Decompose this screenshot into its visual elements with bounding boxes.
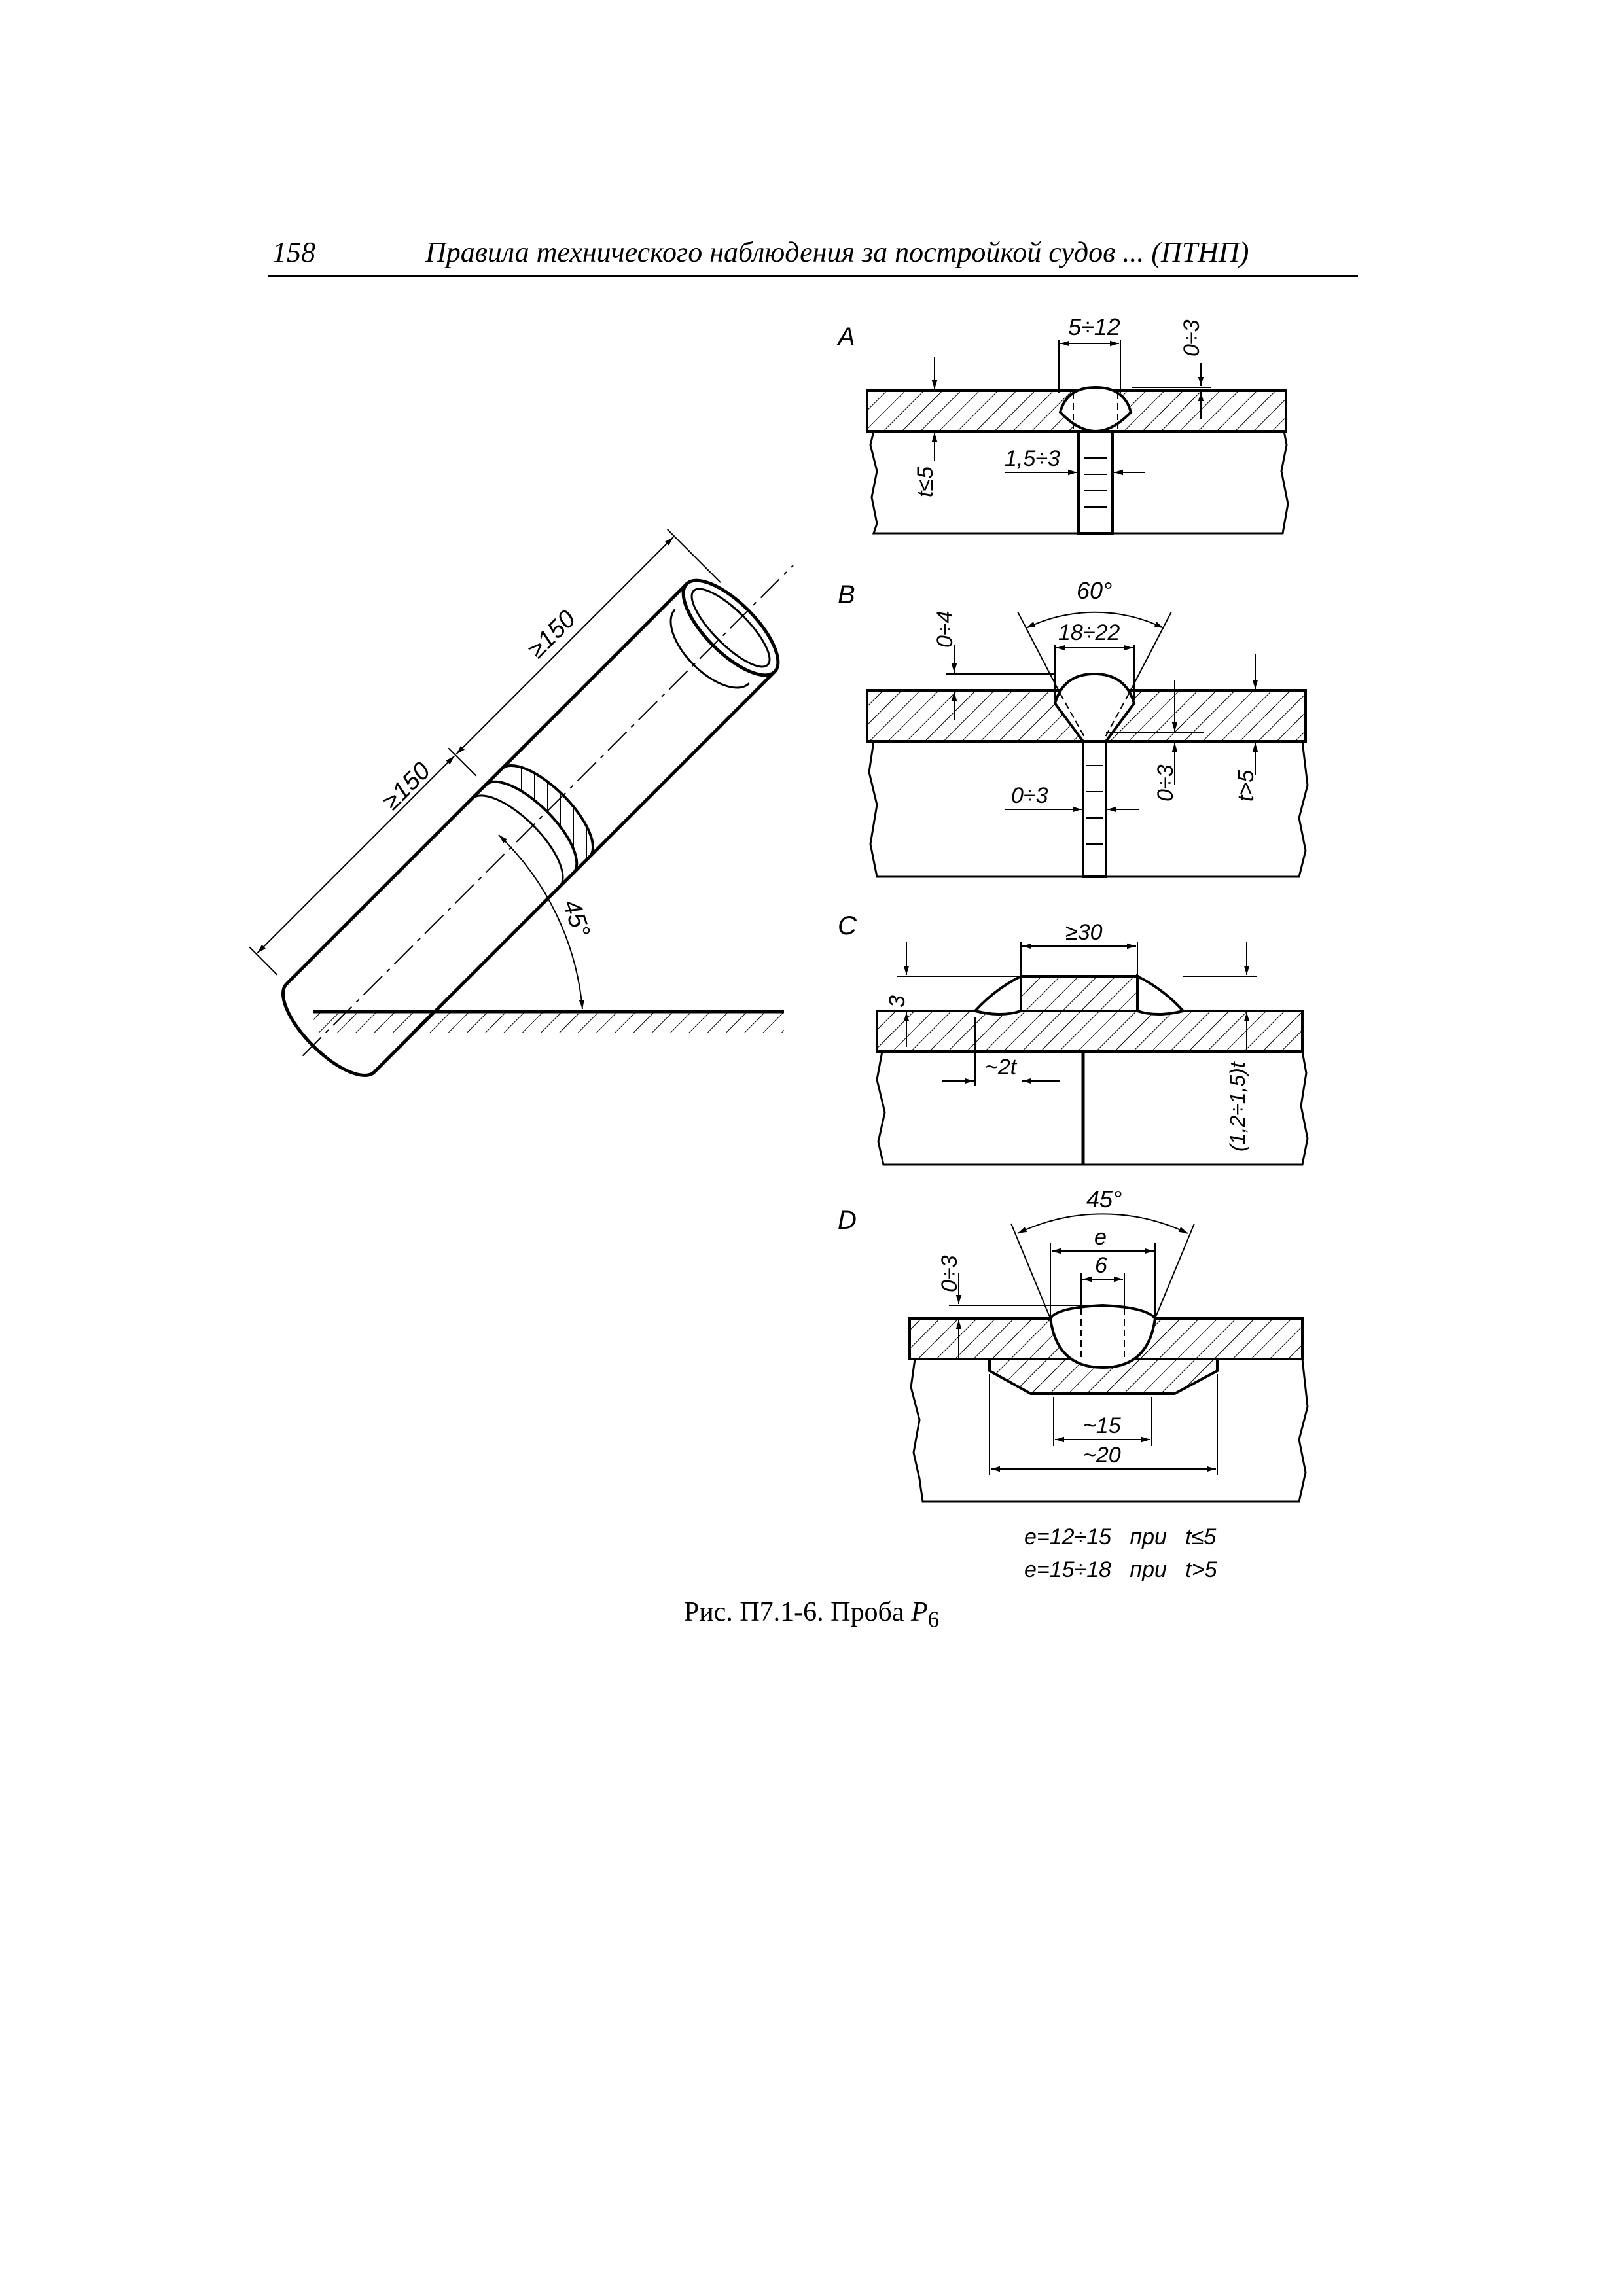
detail-b-width: 18÷22	[1058, 620, 1120, 645]
detail-a-gap: 1,5÷3	[1005, 446, 1060, 471]
detail-c-strap-width: ≥30	[1065, 920, 1103, 945]
caption-text: Рис. П7.1-6. Проба	[683, 1597, 911, 1627]
caption-subscript: 6	[927, 1606, 940, 1633]
detail-c: C ≥30 3 ~2t (1,2÷1,5)t	[838, 911, 1309, 1166]
pipe-specimen: ≥150 ≥150 45°	[249, 529, 794, 1077]
pipe-length-1: ≥150	[378, 757, 436, 815]
detail-c-strap-thickness: 3	[885, 995, 910, 1008]
page-number: 158	[272, 236, 315, 268]
detail-b-reinforcement: 0÷4	[933, 611, 957, 648]
detail-b-gap: 0÷3	[1011, 783, 1048, 808]
detail-a-width: 5÷12	[1068, 313, 1120, 340]
detail-c-label: C	[838, 911, 857, 940]
detail-d-angle: 45°	[1086, 1186, 1122, 1212]
detail-c-overlap: ~2t	[985, 1055, 1018, 1080]
detail-b: B 60° 18÷22 0÷4 0÷3 t>5 0÷3	[838, 577, 1309, 878]
detail-d-width-e: e	[1094, 1225, 1107, 1250]
caption-symbol: P	[910, 1597, 928, 1627]
pipe-length-2: ≥150	[523, 605, 581, 663]
detail-d-reinforcement: 0÷3	[937, 1255, 962, 1292]
detail-a-reinforcement: 0÷3	[1179, 319, 1204, 357]
pipe-body	[249, 529, 794, 1077]
detail-a: A 5÷12 0÷3 t≤5 1,5÷3	[836, 313, 1289, 535]
detail-b-thickness: t>5	[1234, 770, 1258, 802]
figure-caption: Рис. П7.1-6. Проба P6	[0, 1597, 1623, 1633]
detail-b-angle: 60°	[1077, 577, 1112, 604]
detail-d: D 45° e 6 0÷3 ~15 ~20 e=12÷15 при t≤5 e=…	[838, 1186, 1309, 1582]
detail-d-note-2: e=15÷18 при t>5	[1024, 1557, 1217, 1582]
detail-d-note-1: e=12÷15 при t≤5	[1024, 1525, 1216, 1549]
detail-a-label: A	[836, 323, 855, 351]
detail-a-thickness: t≤5	[913, 467, 938, 497]
detail-b-root: 0÷3	[1153, 764, 1178, 802]
pipe-angle: 45°	[557, 896, 595, 941]
ground-hatch	[313, 1012, 784, 1033]
detail-d-backing-20: ~20	[1083, 1443, 1121, 1468]
detail-d-label: D	[838, 1206, 857, 1235]
detail-d-width-6: 6	[1095, 1253, 1107, 1278]
running-title: Правила технического наблюдения за постр…	[425, 236, 1249, 268]
detail-c-plate: (1,2÷1,5)t	[1226, 1061, 1249, 1152]
detail-b-label: B	[838, 580, 855, 609]
running-header: 158 Правила технического наблюдения за п…	[268, 236, 1358, 277]
detail-d-backing-15: ~15	[1083, 1413, 1121, 1438]
